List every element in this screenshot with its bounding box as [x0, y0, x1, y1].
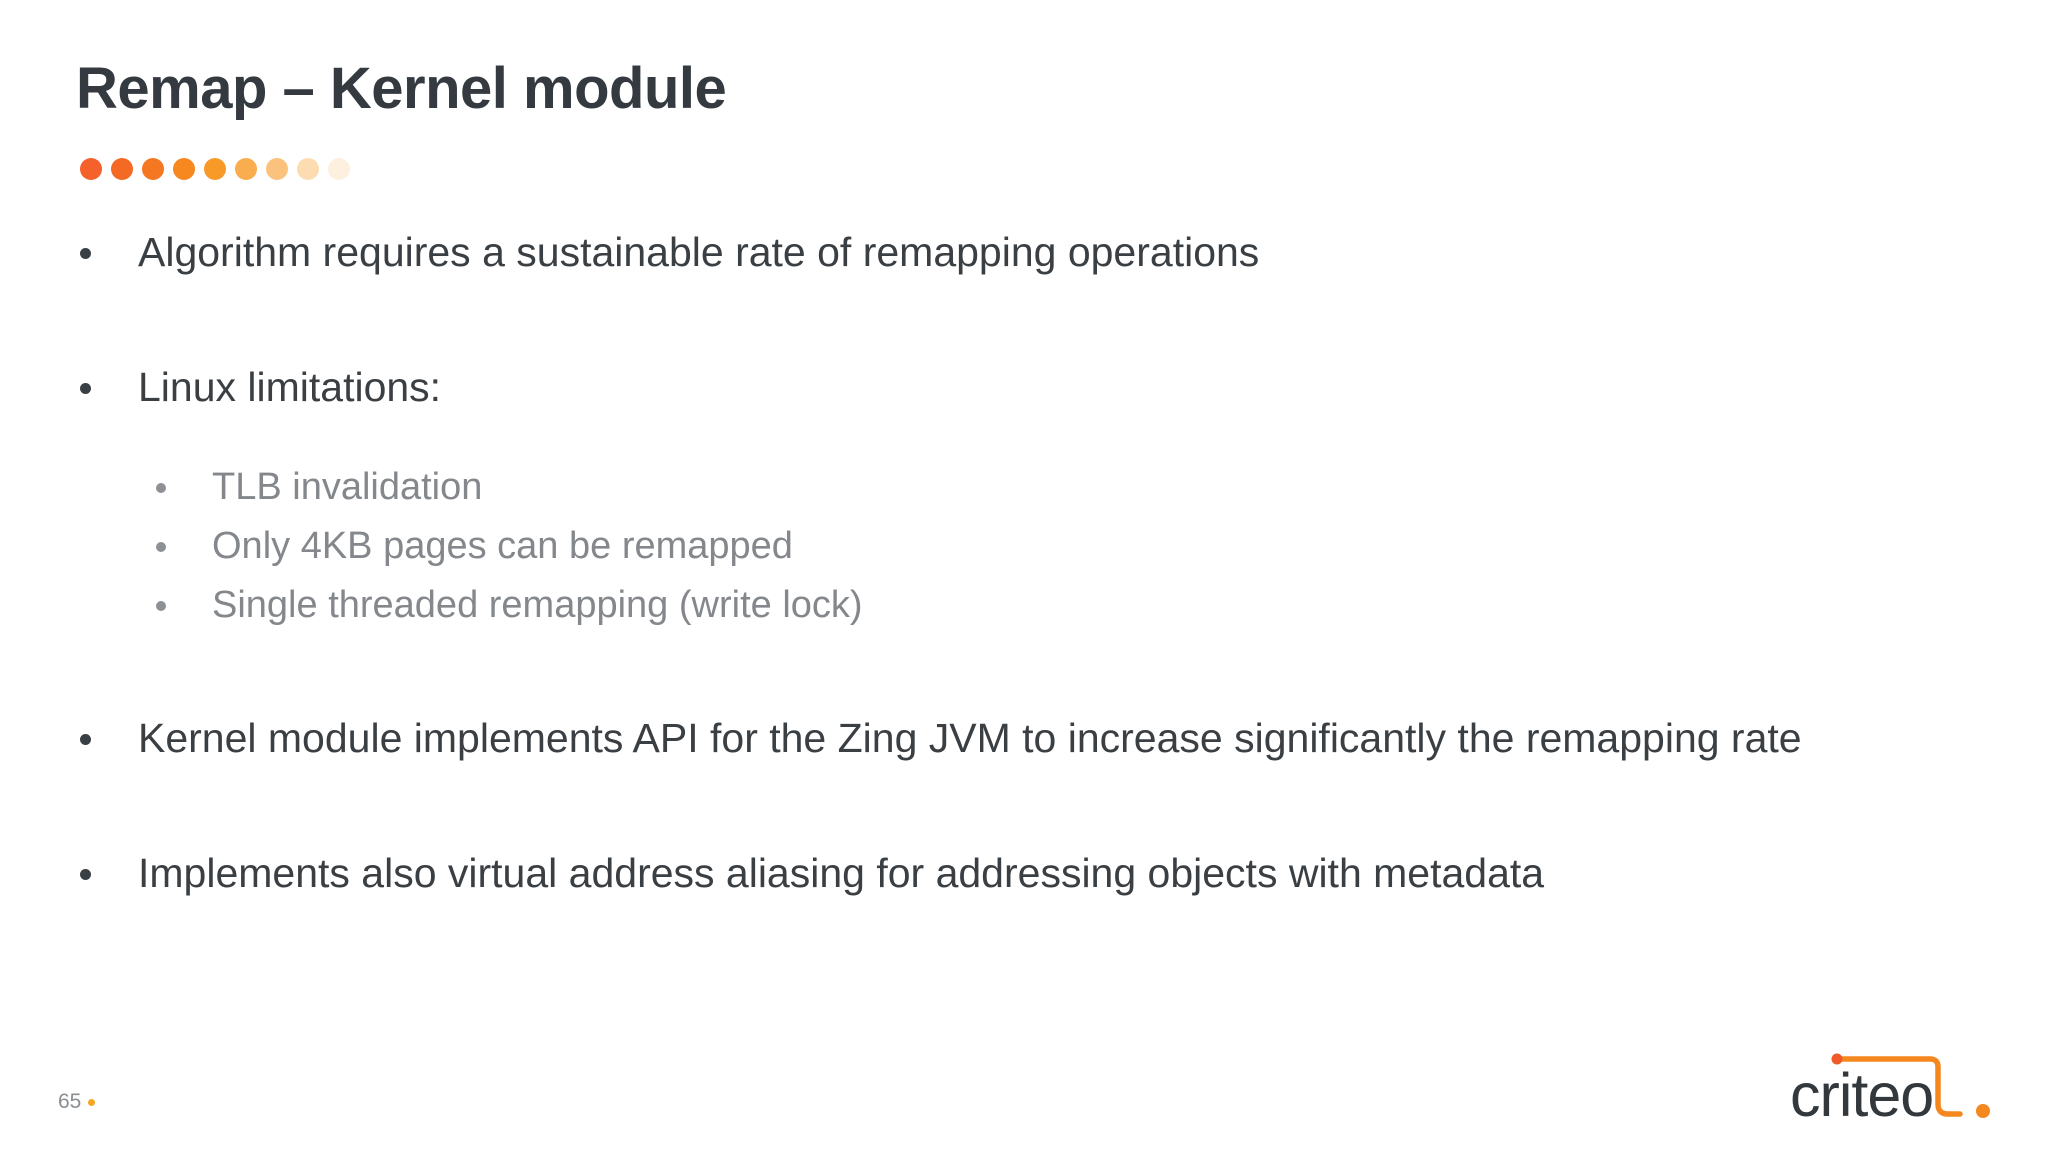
- bullet-item: Implements also virtual address aliasing…: [0, 853, 2048, 894]
- accent-dot-8: [297, 158, 319, 180]
- accent-dot-5: [204, 158, 226, 180]
- bullet-item: Algorithm requires a sustainable rate of…: [0, 232, 2048, 273]
- bullet-text: Single threaded remapping (write lock): [212, 584, 863, 626]
- accent-dot-strip: [80, 158, 350, 180]
- accent-dot-7: [266, 158, 288, 180]
- bullet-marker-icon: [80, 383, 91, 394]
- bullet-marker-icon: [80, 869, 91, 880]
- accent-dot-6: [235, 158, 257, 180]
- bullet-marker-icon: [80, 248, 91, 259]
- bullet-item: TLB invalidation: [0, 468, 2048, 506]
- bullet-item: Single threaded remapping (write lock): [0, 586, 2048, 624]
- bullet-item: Only 4KB pages can be remapped: [0, 527, 2048, 565]
- accent-dot-1: [80, 158, 102, 180]
- bullet-marker-icon: [80, 734, 91, 745]
- criteo-logo: criteo: [1784, 1042, 2014, 1134]
- bullet-item: Kernel module implements API for the Zin…: [0, 718, 2048, 759]
- accent-dot-4: [173, 158, 195, 180]
- bullet-text: Kernel module implements API for the Zin…: [138, 715, 1802, 761]
- bullet-marker-icon: [156, 483, 166, 493]
- spacer: [0, 759, 2048, 853]
- bullet-text: Linux limitations:: [138, 364, 442, 410]
- page-number-dot-icon: [88, 1098, 96, 1106]
- bullet-marker-icon: [156, 601, 166, 611]
- accent-dot-2: [111, 158, 133, 180]
- spacer: [0, 506, 2048, 527]
- page-number-label: 65: [58, 1090, 82, 1113]
- bullet-text: TLB invalidation: [212, 466, 483, 508]
- accent-dot-3: [142, 158, 164, 180]
- bullet-marker-icon: [156, 542, 166, 552]
- page-number: 65: [58, 1090, 96, 1114]
- bullet-list: Algorithm requires a sustainable rate of…: [0, 232, 2048, 894]
- spacer: [0, 565, 2048, 586]
- spacer: [0, 408, 2048, 468]
- spacer: [0, 273, 2048, 367]
- spacer: [0, 624, 2048, 718]
- criteo-wordmark: criteo: [1790, 1061, 1933, 1129]
- bullet-text: Only 4KB pages can be remapped: [212, 525, 793, 567]
- bullet-text: Implements also virtual address aliasing…: [138, 850, 1545, 896]
- bullet-text: Algorithm requires a sustainable rate of…: [138, 229, 1260, 275]
- page-title: Remap – Kernel module: [76, 56, 727, 121]
- bullet-item: Linux limitations:: [0, 367, 2048, 408]
- accent-dot-9: [328, 158, 350, 180]
